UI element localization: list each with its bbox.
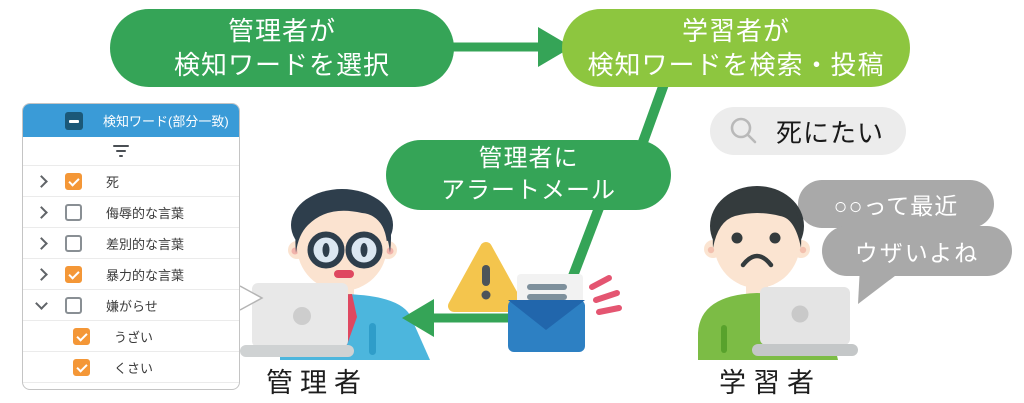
flow-step-text: アラートメール (441, 177, 616, 204)
word-label: うざい (114, 329, 154, 345)
table-row[interactable]: うざい (23, 320, 239, 351)
table-row[interactable]: 嫌がらせ (23, 289, 239, 320)
connector-step2-step3 (638, 82, 669, 144)
table-row[interactable]: 死 (23, 165, 239, 196)
checkbox[interactable] (73, 358, 90, 376)
flow-step-learner-post: 学習者が 検知ワードを検索・投稿 (562, 9, 910, 87)
flow-step-alert-mail: 管理者に アラートメール (386, 140, 671, 210)
speech-text: ○○って最近 (833, 193, 959, 219)
table-row[interactable]: 侮辱的な言葉 (23, 196, 239, 227)
word-label: くさい (114, 360, 154, 376)
checkbox[interactable] (65, 203, 82, 221)
checkbox[interactable] (73, 390, 90, 391)
checkbox[interactable] (65, 234, 82, 252)
alert-mail-illustration (448, 242, 622, 352)
flow-step-admin-select: 管理者が 検知ワードを選択 (110, 9, 454, 87)
learner-illustration (698, 186, 858, 360)
word-label: 侮辱的な言葉 (106, 205, 185, 221)
flow-step-text: 学習者が (681, 15, 790, 46)
word-label: 死 (106, 174, 120, 190)
table-row[interactable]: くさい (23, 351, 239, 382)
speech-bubble-1: ○○って最近 (798, 180, 994, 228)
learner-eye (731, 232, 743, 244)
learner-frown (740, 253, 774, 268)
chevron-down-icon[interactable] (35, 302, 65, 308)
admin-illustration (240, 189, 430, 360)
chevron-right-icon[interactable] (35, 239, 65, 248)
table-row[interactable]: 暴力的な言葉 (23, 258, 239, 289)
checkbox[interactable] (65, 172, 82, 190)
filter-row (23, 137, 239, 165)
admin-label: 管理者 (266, 368, 368, 398)
table-header-label: 検知ワード(部分一致) (103, 114, 229, 129)
alert-lines-icon (589, 275, 622, 315)
table-row[interactable]: しつこい (23, 382, 239, 391)
word-label: しつこい (114, 389, 165, 390)
search-input[interactable]: 死にたい (710, 107, 906, 155)
flow-step-text: 管理者が (227, 15, 336, 46)
speech-bubble-2: ウザいよね (822, 226, 1012, 276)
filter-icon[interactable] (113, 144, 129, 158)
checkbox[interactable] (73, 327, 90, 345)
flow-step-text: 管理者に (478, 145, 579, 173)
header-indeterminate-checkbox[interactable] (65, 111, 83, 130)
learner-eye (769, 232, 781, 244)
search-icon (730, 117, 757, 144)
word-label: 嫌がらせ (106, 298, 158, 314)
learner-label: 学習者 (719, 368, 821, 398)
table-header: 検知ワード(部分一致) (23, 104, 239, 137)
chevron-right-icon[interactable] (35, 177, 65, 186)
detection-word-table: 検知ワード(部分一致) 死 侮辱的な言葉 差別的な言葉 暴力的な言葉 (22, 103, 240, 390)
flow-step-text: 検知ワードを検索・投稿 (587, 50, 885, 80)
chevron-right-icon[interactable] (35, 270, 65, 279)
admin-fringe (295, 190, 392, 253)
chevron-right-icon[interactable] (35, 208, 65, 217)
learner-face (714, 198, 800, 288)
word-label: 暴力的な言葉 (106, 267, 185, 283)
table-row[interactable]: 差別的な言葉 (23, 227, 239, 258)
checkbox[interactable] (65, 265, 82, 283)
learner-fringe (712, 188, 802, 248)
word-label: 差別的な言葉 (106, 236, 185, 252)
admin-mouth (334, 270, 354, 278)
flow-step-text: 検知ワードを選択 (173, 50, 390, 80)
search-query: 死にたい (776, 117, 885, 148)
speech-text: ウザいよね (854, 240, 980, 266)
checkbox[interactable] (65, 296, 82, 314)
